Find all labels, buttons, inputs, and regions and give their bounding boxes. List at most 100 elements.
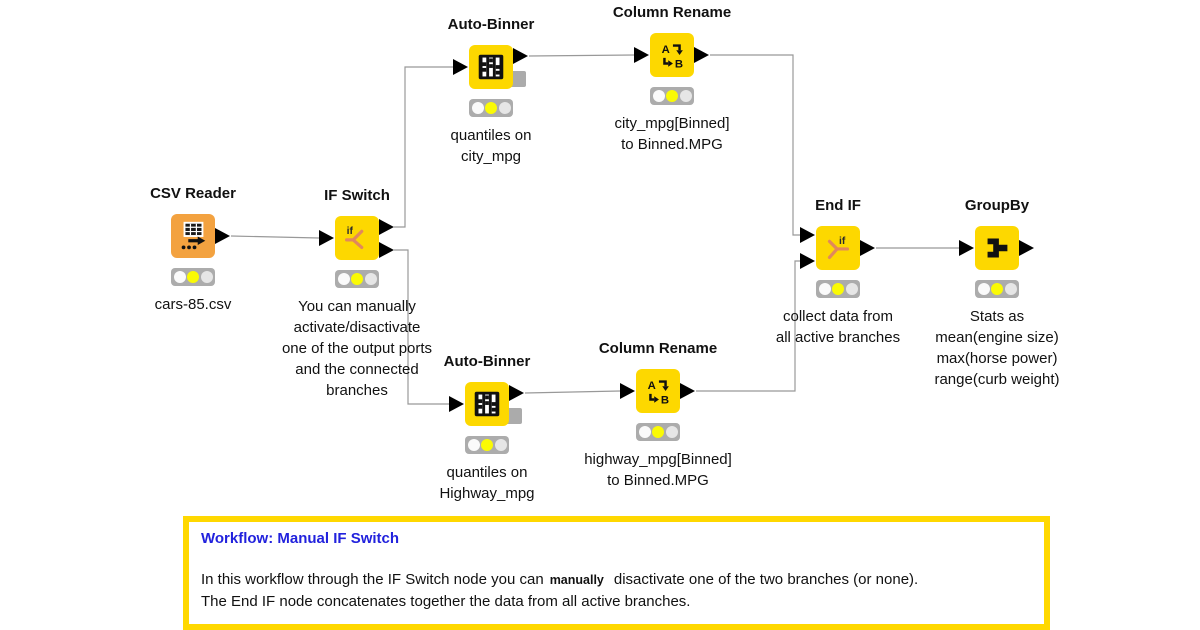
input-port[interactable] <box>620 383 635 399</box>
node-if-switch[interactable]: IF Switch if You can manually activate/d… <box>282 187 432 399</box>
status-light-yellow <box>666 90 678 102</box>
input-port[interactable] <box>319 230 334 246</box>
node-comment: cars-85.csv <box>154 296 232 313</box>
status-light-red <box>467 439 480 451</box>
binner-icon <box>478 54 504 80</box>
table-reader-icon <box>181 221 206 250</box>
node-column-rename-bottom[interactable]: Column Rename A B highway_mpg[Binned] to… <box>584 340 732 489</box>
status-light-red <box>638 426 651 438</box>
output-port-bottom[interactable] <box>379 242 394 258</box>
svg-text:if: if <box>347 226 354 237</box>
svg-text:if: if <box>839 236 846 247</box>
node-comment: city_mpg[Binned] to Binned.MPG <box>614 115 730 153</box>
status-light-red <box>471 102 484 114</box>
node-column-rename-top[interactable]: Column Rename A B city_mpg[Binned] to Bi… <box>613 4 731 153</box>
input-port[interactable] <box>959 240 974 256</box>
node-title: Column Rename <box>612 4 732 21</box>
status-light-yellow <box>187 271 199 283</box>
status-light-yellow <box>991 283 1003 295</box>
node-title: Column Rename <box>598 340 718 357</box>
node-body[interactable]: A B <box>650 33 694 77</box>
node-comment: collect data from all active branches <box>775 308 901 346</box>
svg-text:A: A <box>648 380 656 392</box>
rename-ab-icon: A B <box>648 380 669 406</box>
annotation-line-1: In this workflow through the IF Switch n… <box>201 571 919 588</box>
output-port-model[interactable] <box>509 71 526 87</box>
svg-text:A: A <box>662 44 670 56</box>
node-body[interactable] <box>465 382 509 426</box>
status-traffic-light <box>465 436 509 454</box>
wire-autobinner-bottom-columnrename-bottom[interactable] <box>524 390 621 394</box>
status-light-red <box>818 283 831 295</box>
status-traffic-light <box>650 87 694 105</box>
if-fork-icon: if <box>345 226 364 250</box>
rename-ab-icon: A B <box>662 44 683 70</box>
status-light-green <box>665 426 678 438</box>
input-port-top[interactable] <box>800 227 815 243</box>
status-traffic-light <box>469 99 513 117</box>
node-title: End IF <box>815 197 861 214</box>
node-groupby[interactable]: GroupBy Stats as mean(engine size) max(h… <box>934 197 1059 388</box>
status-traffic-light <box>171 268 215 286</box>
output-port[interactable] <box>694 47 709 63</box>
wire-columnrename-top-endif[interactable] <box>710 54 800 236</box>
status-light-green <box>1004 283 1017 295</box>
node-body[interactable] <box>975 226 1019 270</box>
output-port-top[interactable] <box>379 219 394 235</box>
node-comment: You can manually activate/disactivate on… <box>281 298 433 399</box>
output-port[interactable] <box>860 240 875 256</box>
annotation-bold-word: manually <box>549 573 604 587</box>
status-traffic-light <box>975 280 1019 298</box>
if-merge-icon: if <box>827 236 850 260</box>
workflow-annotation[interactable]: Workflow: Manual IF Switch In this workf… <box>183 516 1050 630</box>
output-port-data[interactable] <box>513 48 528 64</box>
node-end-if[interactable]: End IF if collect data from all active b… <box>776 197 900 346</box>
status-light-yellow <box>351 273 363 285</box>
status-light-green <box>679 90 692 102</box>
node-body[interactable]: A B <box>636 369 680 413</box>
node-body[interactable]: if <box>335 216 379 260</box>
svg-text:B: B <box>661 394 669 406</box>
wire-autobinner-top-columnrename-top[interactable] <box>528 54 635 57</box>
svg-text:B: B <box>675 58 683 70</box>
node-body[interactable] <box>171 214 215 258</box>
output-port[interactable] <box>680 383 695 399</box>
node-auto-binner-top[interactable]: Auto-Binner quantiles on city_mpg <box>448 16 535 165</box>
node-title: IF Switch <box>324 187 390 204</box>
output-port-data[interactable] <box>509 385 524 401</box>
status-light-green <box>498 102 511 114</box>
node-body[interactable] <box>469 45 513 89</box>
status-light-red <box>977 283 990 295</box>
input-port[interactable] <box>453 59 468 75</box>
status-light-green <box>200 271 213 283</box>
node-auto-binner-bottom[interactable]: Auto-Binner quantiles on Highway_mpg <box>439 353 534 502</box>
wire-ifswitch-autobinner-top[interactable] <box>394 66 453 228</box>
wire-csvreader-ifswitch[interactable] <box>230 235 320 239</box>
status-light-yellow <box>481 439 493 451</box>
node-body[interactable]: if <box>816 226 860 270</box>
status-traffic-light <box>636 423 680 441</box>
input-port[interactable] <box>449 396 464 412</box>
annotation-title: Workflow: Manual IF Switch <box>201 530 400 547</box>
node-title: Auto-Binner <box>443 353 531 370</box>
wire-ifswitch-autobinner-bottom[interactable] <box>394 249 449 405</box>
output-port[interactable] <box>1019 240 1034 256</box>
wire-columnrename-bottom-endif[interactable] <box>696 260 800 392</box>
node-comment: highway_mpg[Binned] to Binned.MPG <box>584 451 732 489</box>
input-port[interactable] <box>634 47 649 63</box>
node-title: Auto-Binner <box>447 16 535 33</box>
status-light-yellow <box>832 283 844 295</box>
status-light-red <box>337 273 350 285</box>
input-port-bottom[interactable] <box>800 253 815 269</box>
status-light-yellow <box>652 426 664 438</box>
groupby-icon <box>987 238 1008 258</box>
output-port-model[interactable] <box>505 408 522 424</box>
status-light-green <box>364 273 377 285</box>
status-light-yellow <box>485 102 497 114</box>
annotation-body: In this workflow through the IF Switch n… <box>201 569 1032 612</box>
output-port[interactable] <box>215 228 230 244</box>
node-csv-reader[interactable]: CSV Reader cars-85.csv <box>150 185 236 313</box>
annotation-line-2: The End IF node concatenates together th… <box>201 593 691 610</box>
status-light-red <box>652 90 665 102</box>
